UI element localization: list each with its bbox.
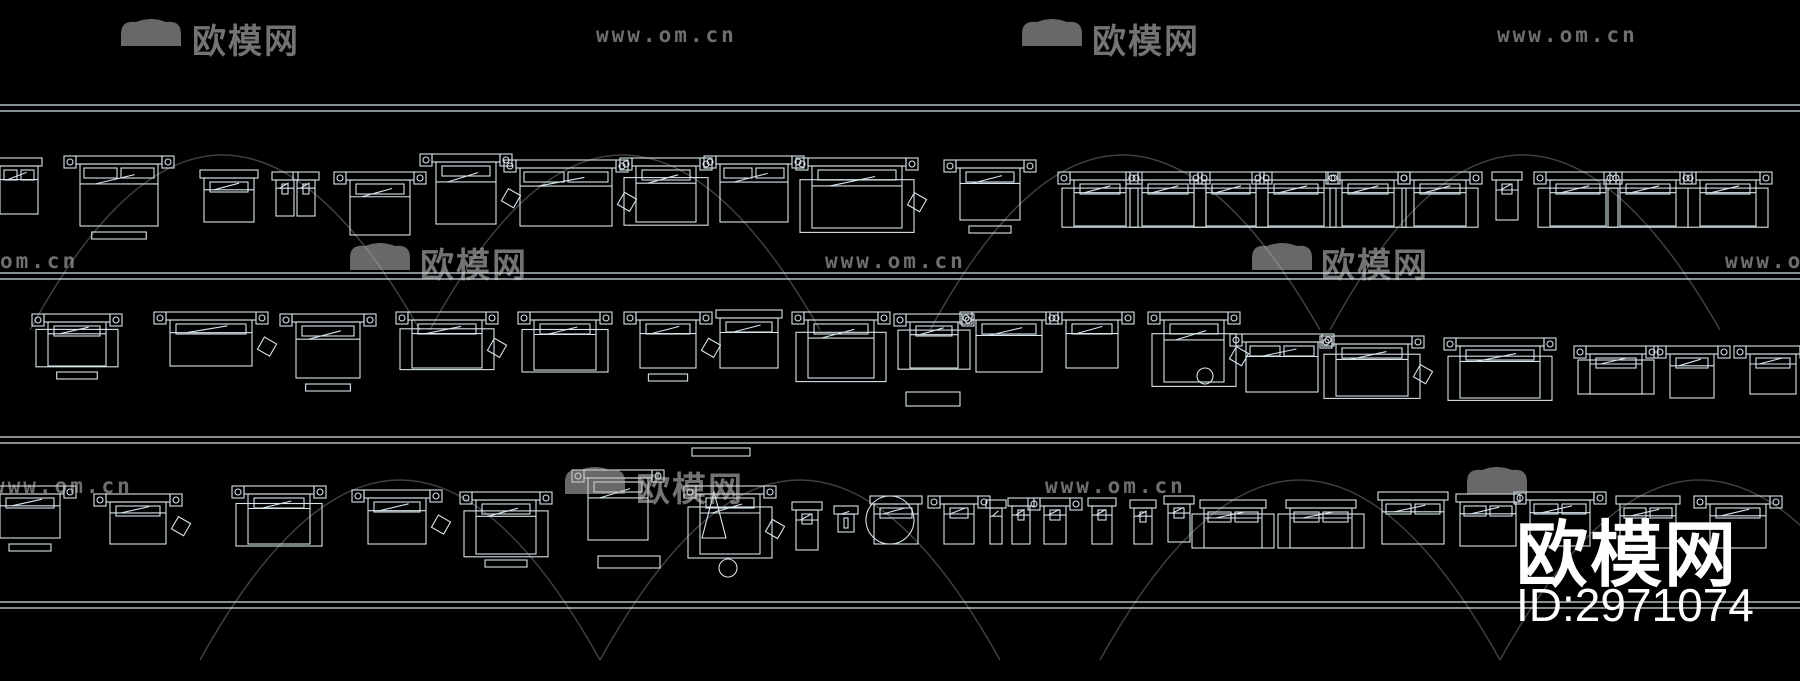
bed-symbol [1443, 337, 1557, 401]
sofa-icon [565, 467, 625, 500]
bed-symbol [1693, 495, 1783, 549]
bed-symbol [153, 311, 278, 367]
bed-symbol [869, 495, 923, 545]
bed-symbol [1377, 491, 1449, 545]
bed-symbol [1653, 345, 1731, 399]
bed-symbol [517, 311, 613, 373]
bed-symbol [927, 495, 991, 545]
bed-symbol [1087, 497, 1117, 545]
bed-symbol [333, 171, 427, 236]
bed-symbol [1027, 497, 1083, 545]
watermark-url: www.om.cn [0, 474, 133, 498]
band-lines [0, 104, 1800, 609]
badge-id: ID:2971074 [1516, 579, 1754, 631]
bed-symbol [231, 485, 327, 547]
watermark-url-partial: om.cn [0, 249, 79, 273]
bed-symbols [0, 153, 1800, 578]
bed-symbol [1491, 171, 1523, 221]
watermark-url: www.om.cn [1497, 23, 1638, 47]
bed-symbol [351, 489, 452, 545]
bed-symbol [1251, 171, 1341, 228]
watermark-brand: 欧模网 [636, 470, 744, 510]
bed-symbol [279, 313, 377, 392]
bed-symbol [1229, 333, 1335, 393]
sofa-icon [1022, 19, 1082, 52]
bed-symbol [0, 485, 77, 552]
bed-symbol [985, 499, 1007, 545]
bed-symbol [1007, 497, 1035, 545]
bed-symbol [795, 157, 928, 233]
watermark-url: www.om.cn [825, 249, 966, 273]
bed-symbol [1191, 499, 1275, 549]
bed-symbol [1397, 171, 1483, 228]
bed-symbol [1573, 345, 1659, 395]
bed-symbol [395, 311, 508, 371]
sofa-icon [121, 19, 181, 52]
watermark-url: www.om.cn [1725, 249, 1800, 273]
bed-symbol [683, 485, 786, 559]
sofa-icon [1252, 243, 1312, 276]
bed-symbol [893, 313, 975, 370]
bed-symbol [31, 313, 123, 380]
bed-symbol [1733, 345, 1800, 395]
bed-symbol [1319, 335, 1434, 399]
watermark-brand: 欧模网 [420, 246, 528, 286]
furniture-blocks [597, 367, 1214, 578]
bed-symbol [1513, 491, 1607, 547]
bed-symbol [1615, 495, 1681, 549]
bed-symbol [1277, 499, 1365, 549]
watermark-brand: 欧模网 [192, 22, 300, 62]
bed-symbol [791, 501, 823, 551]
bed-symbol [1049, 311, 1135, 369]
watermark-url: www.om.cn [1045, 474, 1186, 498]
badge-brand: 欧模网 [1516, 513, 1739, 597]
bed-symbol [1147, 311, 1250, 387]
bed-symbol [833, 505, 859, 533]
sofa-icon [1467, 467, 1527, 500]
bed-symbol [271, 171, 299, 217]
bed-symbol [715, 309, 783, 369]
bed-symbol [943, 159, 1037, 234]
bed-symbol [63, 155, 175, 240]
bed-symbol [1683, 171, 1773, 228]
watermark-arcs [29, 154, 1800, 661]
bed-symbol [459, 491, 553, 568]
watermark-brand: 欧模网 [1321, 246, 1429, 286]
bed-symbol [703, 155, 805, 223]
bed-symbol [1129, 499, 1157, 545]
bed-symbol [1325, 171, 1411, 228]
watermark-brand: 欧模网 [1092, 22, 1200, 62]
bed-symbol [292, 171, 320, 217]
bed-symbol [93, 493, 192, 545]
sofa-icon [350, 243, 410, 276]
watermark-url: www.om.cn [596, 23, 737, 47]
bed-symbol [0, 157, 43, 215]
bed-symbol [623, 311, 722, 382]
bed-symbol [619, 157, 713, 226]
bed-symbol [503, 159, 638, 227]
bed-symbol [791, 311, 891, 383]
bed-symbol [199, 169, 259, 223]
bed-symbol [1163, 495, 1195, 543]
bed-symbol [1125, 171, 1211, 228]
